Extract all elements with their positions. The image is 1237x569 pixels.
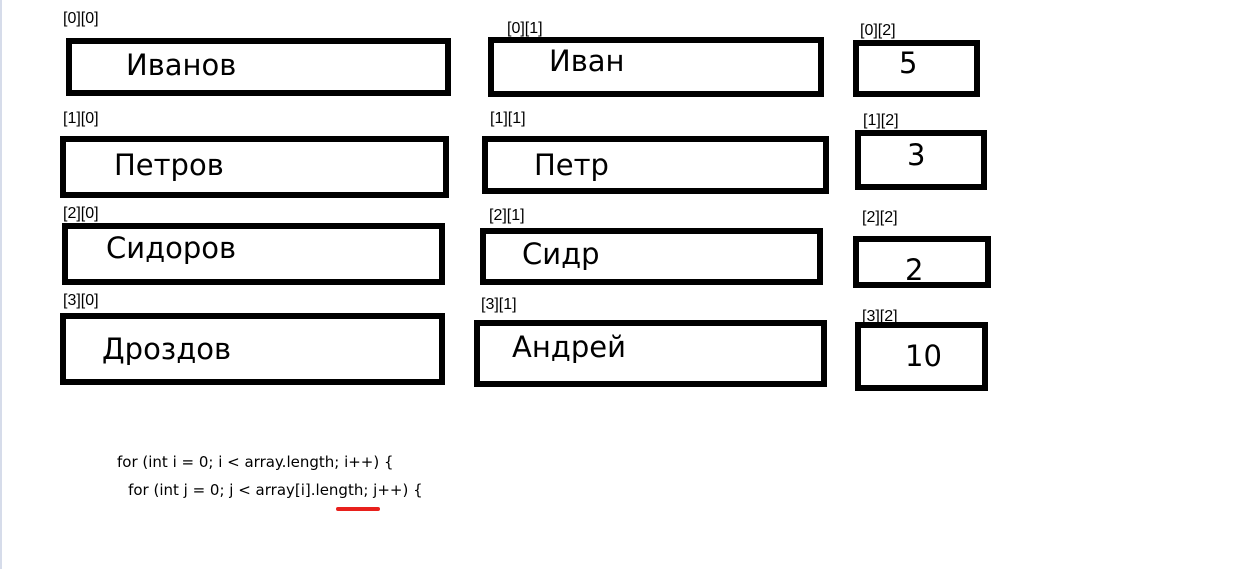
cell-1-1 [482,136,829,194]
cell-value-3-1: Андрей [512,330,626,364]
cell-value-0-0: Иванов [126,48,237,82]
index-label-1-1: [1][1] [490,110,526,127]
cell-value-2-0: Сидоров [106,231,237,265]
cell-3-0 [60,313,445,385]
index-label-2-2: [2][2] [862,209,898,226]
cell-2-0 [62,223,445,285]
index-label-3-0: [3][0] [63,292,99,309]
cell-value-2-2: 2 [905,253,924,287]
cell-value-0-2: 5 [899,46,918,80]
cell-value-3-0: Дроздов [102,332,232,366]
cell-value-1-0: Петров [114,148,224,182]
index-label-1-2: [1][2] [863,112,899,129]
cell-2-2 [853,236,991,288]
cell-3-2 [855,322,988,391]
cell-3-1 [474,320,827,387]
index-label-0-1: [0][1] [507,20,543,37]
index-label-3-2: [3][2] [862,308,898,325]
cell-1-2 [855,130,987,190]
highlight-underline [336,507,380,511]
cell-value-2-1: Сидр [522,237,600,271]
cell-0-0 [66,38,451,96]
cell-value-0-1: Иван [549,44,625,78]
index-label-2-1: [2][1] [489,207,525,224]
index-label-2-0: [2][0] [63,205,99,222]
left-rule [0,0,2,569]
index-label-1-0: [1][0] [63,110,99,127]
cell-0-1 [488,37,824,97]
cell-value-1-2: 3 [907,138,926,172]
cell-value-3-2: 10 [905,339,942,373]
index-label-0-2: [0][2] [860,22,896,39]
cell-1-0 [60,136,449,198]
cell-value-1-1: Петр [534,148,609,182]
code-line-1: for (int i = 0; i < array.length; i++) { [117,453,394,471]
index-label-3-1: [3][1] [481,296,517,313]
cell-2-1 [480,228,823,285]
cell-0-2 [853,40,980,97]
code-line-2: for (int j = 0; j < array[i].length; j++… [109,481,423,499]
index-label-0-0: [0][0] [63,10,99,27]
